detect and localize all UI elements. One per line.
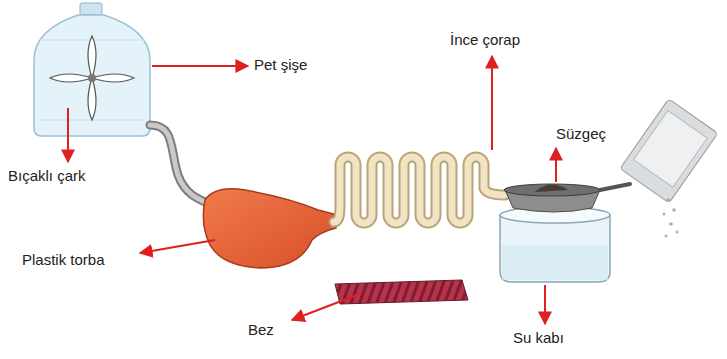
thin-sock <box>334 157 505 223</box>
strainer <box>504 184 630 212</box>
part-label: İnce çorap <box>450 32 520 49</box>
part-label: Su kabı <box>513 330 564 347</box>
part-label: Bıçaklı çark <box>8 168 86 185</box>
part-label: Pet şişe <box>254 57 307 74</box>
cloth <box>335 280 468 304</box>
bladed-wheel <box>50 36 134 120</box>
powder <box>662 198 678 238</box>
part-label: Bez <box>248 322 274 339</box>
part-label: Süzgeç <box>556 126 606 143</box>
plastic-bag <box>203 189 336 268</box>
carton <box>620 99 718 203</box>
leader-arrows <box>68 56 556 324</box>
water-container <box>500 207 610 282</box>
pet-bottle <box>34 3 150 136</box>
part-label: Plastik torba <box>22 252 105 269</box>
